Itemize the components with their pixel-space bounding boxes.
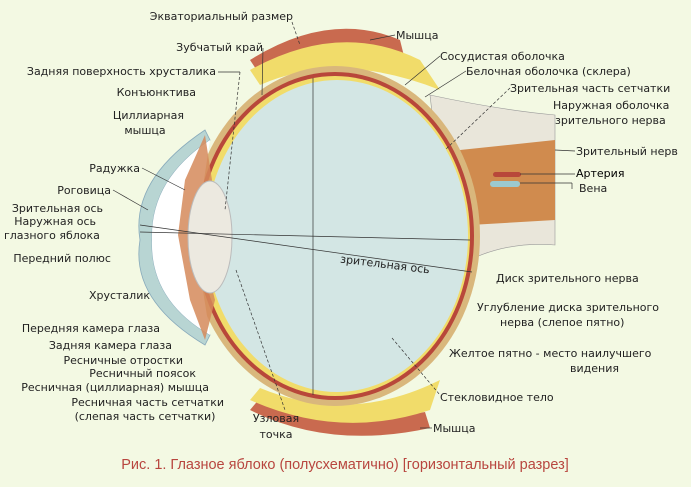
muscle-bottom: [250, 398, 430, 436]
vitreous-body: [206, 80, 468, 392]
label-lens-posterior: Задняя поверхность хрусталика: [26, 65, 216, 78]
label-ciliary-zonule: Ресничный поясок: [89, 367, 196, 380]
label-visual-axis: Зрительная ось: [11, 202, 103, 215]
lens-shape: [187, 180, 233, 294]
label-muscle-bottom: Мышца: [433, 422, 476, 435]
label-disc-cup-1: Углубление диска зрительного: [477, 301, 659, 314]
label-iris: Радужка: [89, 162, 140, 175]
orbital-fat-top: [250, 42, 440, 90]
label-vein: Вена: [579, 182, 608, 195]
label-nodal-1: Узловая: [252, 412, 300, 425]
label-optic-nerve: Зрительный нерв: [576, 145, 678, 158]
label-nerve-sheath-1: Наружная оболочка: [553, 99, 670, 112]
label-nodal-2: точка: [259, 428, 293, 441]
label-anterior-pole: Передний полюс: [13, 252, 111, 265]
label-anterior-chamber: Передняя камера глаза: [21, 322, 160, 335]
label-ora-serrata: Зубчатый край: [176, 41, 263, 54]
label-ciliary-muscle-2: мышца: [124, 124, 166, 137]
label-sclera: Белочная оболочка (склера): [466, 65, 631, 78]
label-vitreous: Стекловидное тело: [440, 391, 554, 404]
vein-vessel: [490, 181, 520, 187]
label-disc-cup-2: нерва (слепое пятно): [500, 316, 625, 329]
label-ciliary-processes: Ресничные отростки: [63, 354, 183, 367]
label-ciliary-muscle-full: Ресничная (циллиарная) мышца: [21, 381, 209, 394]
label-optic-disc: Диск зрительного нерва: [496, 272, 639, 285]
artery-vessel: [493, 172, 521, 177]
label-ciliary-retina-2: (слепая часть сетчатки): [74, 410, 216, 423]
label-cornea: Роговица: [57, 184, 111, 197]
label-equatorial: Экваториальный размер: [149, 10, 293, 23]
label-artery: Артерия: [576, 167, 625, 180]
orbital-fat-bottom: [250, 380, 440, 423]
label-optic-retina: Зрительная часть сетчатки: [510, 82, 671, 95]
label-ciliary-retina-1: Ресничная часть сетчатки: [71, 396, 224, 409]
label-outer-axis-1: Наружная ось: [14, 215, 96, 228]
figure-caption: Рис. 1. Глазное яблоко (полусхематично) …: [121, 457, 569, 473]
label-nerve-sheath-2: зрительного нерва: [555, 114, 666, 127]
label-choroid: Сосудистая оболочка: [440, 50, 565, 63]
label-macula-2: видения: [570, 362, 619, 375]
label-lens: Хрусталик: [88, 289, 150, 302]
label-posterior-chamber: Задняя камера глаза: [48, 339, 172, 352]
label-ciliary-muscle-1: Циллиарная: [112, 109, 184, 122]
label-conjunctiva: Конъюнктива: [116, 86, 196, 99]
label-outer-axis-2: глазного яблока: [4, 229, 100, 242]
label-macula-1: Желтое пятно - место наилучшего: [449, 347, 652, 360]
label-muscle-top: Мышца: [396, 29, 439, 42]
